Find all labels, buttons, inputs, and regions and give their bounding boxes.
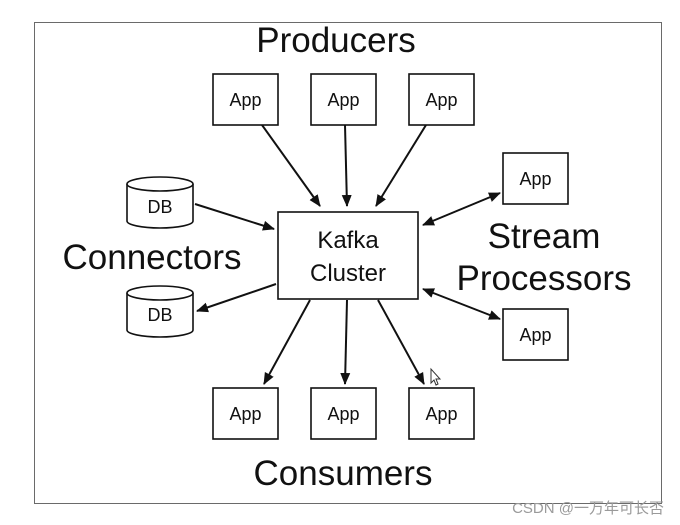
stream-app-1: App bbox=[502, 152, 569, 205]
arrow-stream-2 bbox=[422, 288, 501, 320]
arrow-db-in bbox=[194, 203, 275, 231]
kafka-label-line1: Kafka bbox=[317, 227, 379, 254]
arrows bbox=[194, 124, 501, 385]
stream-processor-apps: App App bbox=[502, 152, 569, 361]
diagram-frame bbox=[34, 22, 662, 504]
kafka-label-line2: Cluster bbox=[310, 260, 386, 287]
db-1-label: DB bbox=[147, 197, 172, 217]
connector-dbs: DB DB bbox=[126, 176, 194, 338]
db-2-label: DB bbox=[147, 305, 172, 325]
stream-app-2: App bbox=[502, 308, 569, 361]
producers-heading: Producers bbox=[256, 21, 416, 60]
arrow-consumer-2 bbox=[340, 299, 351, 385]
mouse-cursor-icon bbox=[430, 367, 442, 386]
producer-app-1: App bbox=[212, 73, 279, 126]
arrow-consumer-1 bbox=[263, 299, 311, 385]
arrow-producer-1 bbox=[261, 124, 321, 207]
producer-app-3-label: App bbox=[425, 90, 457, 110]
consumers-heading: Consumers bbox=[254, 454, 433, 493]
consumer-app-2-label: App bbox=[327, 404, 359, 424]
db-icon-2: DB bbox=[126, 285, 194, 338]
producer-app-3: App bbox=[408, 73, 475, 126]
consumer-app-3-label: App bbox=[425, 404, 457, 424]
producer-apps: App App App bbox=[212, 73, 475, 126]
producer-app-2: App bbox=[310, 73, 377, 126]
stream-heading-line1: Stream bbox=[488, 217, 601, 256]
consumer-app-1-label: App bbox=[229, 404, 261, 424]
watermark-text: CSDN @一万年可长否 bbox=[512, 500, 664, 517]
consumer-app-2: App bbox=[310, 387, 377, 440]
stream-heading-line2: Processors bbox=[456, 259, 631, 298]
stream-app-2-label: App bbox=[519, 325, 551, 345]
consumer-app-1: App bbox=[212, 387, 279, 440]
kafka-cluster-box: Kafka Cluster bbox=[277, 211, 419, 300]
consumer-apps: App App App bbox=[212, 387, 475, 440]
producer-app-2-label: App bbox=[327, 90, 359, 110]
producer-app-1-label: App bbox=[229, 90, 261, 110]
db-icon-1: DB bbox=[126, 176, 194, 229]
arrow-consumer-3 bbox=[377, 299, 425, 385]
consumer-app-3: App bbox=[408, 387, 475, 440]
arrow-producer-3 bbox=[375, 124, 427, 207]
connectors-heading: Connectors bbox=[63, 238, 242, 277]
stream-app-1-label: App bbox=[519, 169, 551, 189]
arrow-stream-1 bbox=[422, 192, 501, 226]
arrow-db-out bbox=[196, 283, 277, 313]
arrow-producer-2 bbox=[341, 124, 352, 207]
